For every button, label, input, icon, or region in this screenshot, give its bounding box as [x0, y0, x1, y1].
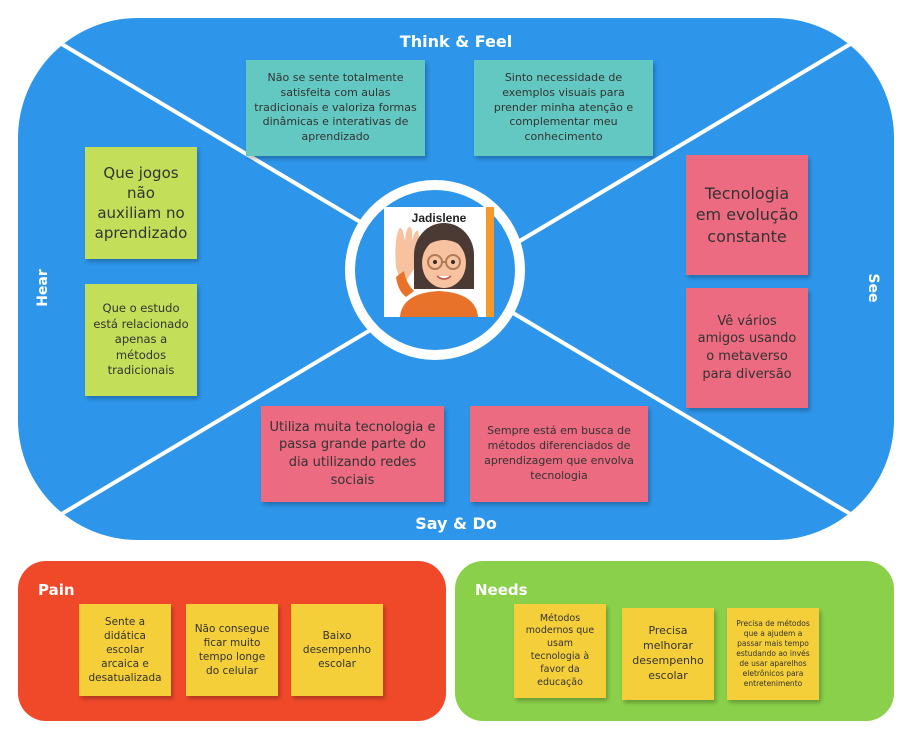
say-do-note[interactable]: Sempre está em busca de métodos diferenc… [470, 406, 648, 502]
think-feel-note[interactable]: Não se sente totalmente satisfeita com a… [246, 60, 425, 156]
hear-note[interactable]: Que jogos não auxiliam no aprendizado [85, 147, 197, 259]
pain-note[interactable]: Sente a didática escolar arcaica e desat… [79, 604, 171, 696]
see-label: See [865, 273, 881, 303]
say-do-note[interactable]: Utiliza muita tecnologia e passa grande … [261, 406, 444, 502]
needs-note[interactable]: Precisa melhorar desempenho escolar [622, 608, 714, 700]
hear-label: Hear [35, 269, 51, 307]
pain-note[interactable]: Não consegue ficar muito tempo longe do … [186, 604, 278, 696]
think-feel-note[interactable]: Sinto necessidade de exemplos visuais pa… [474, 60, 653, 156]
needs-title: Needs [475, 581, 528, 599]
pain-title: Pain [38, 581, 75, 599]
needs-note[interactable]: Precisa de métodos que a ajudem a passar… [727, 608, 819, 700]
needs-note[interactable]: Métodos modernos que usam tecnologia à f… [514, 604, 606, 698]
see-note[interactable]: Tecnologia em evolução constante [686, 155, 808, 275]
persona-name: Jadislene [411, 211, 467, 225]
say-do-label: Say & Do [415, 514, 497, 533]
pain-note[interactable]: Baixo desempenho escolar [291, 604, 383, 696]
see-note[interactable]: Vê vários amigos usando o metaverso para… [686, 288, 808, 408]
hear-note[interactable]: Que o estudo está relacionado apenas a m… [85, 284, 197, 396]
memoji-avatar-icon [395, 207, 494, 317]
persona-avatar: Jadislene [384, 207, 494, 317]
think-feel-label: Think & Feel [399, 32, 513, 51]
